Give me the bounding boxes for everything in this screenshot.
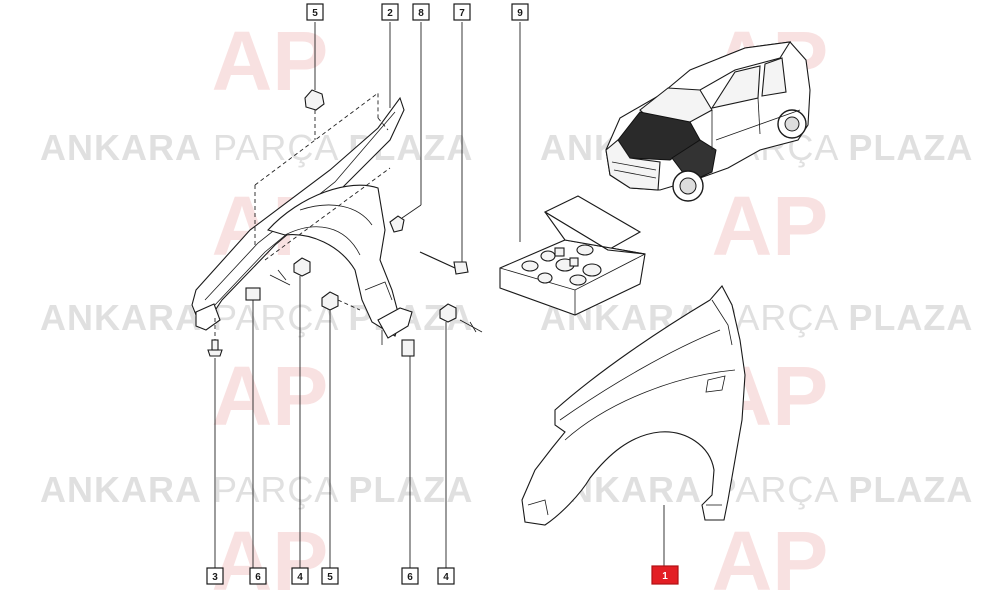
watermark-logo-text: AP xyxy=(712,179,829,273)
fasteners xyxy=(207,22,665,568)
watermark-logo: AP xyxy=(212,349,329,443)
part-callout-8: 8 xyxy=(412,3,430,21)
callouts: 5 2 8 7 9 3 6 4 5 6 4 1 xyxy=(206,3,679,585)
watermark-text: ANKARA PARÇA PLAZA ANKARA PARÇA PLAZA ANKA… xyxy=(40,127,973,510)
part-callout-3: 3 xyxy=(206,567,224,585)
part-callout-4: 4 xyxy=(437,567,455,585)
callout-label: 6 xyxy=(255,572,261,583)
watermark-logo-text: AP xyxy=(212,14,329,108)
part-callout-4: 4 xyxy=(291,567,309,585)
callout-box xyxy=(206,567,224,585)
part-callout-6: 6 xyxy=(249,567,267,585)
callout-label: 2 xyxy=(387,8,393,19)
callout-box xyxy=(437,567,455,585)
watermark-row: ANKARA PARÇA PLAZA xyxy=(540,297,973,338)
fender-support-part xyxy=(191,92,413,345)
part-callout-9: 9 xyxy=(511,3,529,21)
callout-label: 5 xyxy=(327,572,333,583)
callout-box xyxy=(401,567,419,585)
callout-label: 5 xyxy=(312,8,318,19)
watermark-logo-text: AP xyxy=(712,514,829,600)
callout-box xyxy=(321,567,339,585)
callout-label: 6 xyxy=(407,572,413,583)
part-callout-2: 2 xyxy=(381,3,399,21)
callout-label: 9 xyxy=(517,8,523,19)
callout-box xyxy=(453,3,471,21)
watermark-row: ANKARA PARÇA PLAZA xyxy=(40,469,473,510)
callout-box xyxy=(511,3,529,21)
callout-label: 4 xyxy=(297,572,303,583)
part-callout-6: 6 xyxy=(401,567,419,585)
part-callout-5: 5 xyxy=(321,567,339,585)
callout-label: 8 xyxy=(418,8,424,19)
callout-box xyxy=(651,565,679,585)
callout-label: 7 xyxy=(459,8,465,19)
watermark-logo: AP xyxy=(212,514,329,600)
callout-box xyxy=(412,3,430,21)
watermark-logo: AP xyxy=(212,14,329,108)
front-fender-part xyxy=(521,285,746,526)
callout-box xyxy=(306,3,324,21)
car-illustration xyxy=(605,41,811,202)
watermark-row: ANKARA PARÇA PLAZA xyxy=(540,469,973,510)
watermark-logo: AP xyxy=(712,179,829,273)
callout-label: 1 xyxy=(662,571,668,582)
watermark-logo: AP xyxy=(712,514,829,600)
callout-box xyxy=(291,567,309,585)
clip-kit-box xyxy=(499,195,646,316)
watermark-row: ANKARA PARÇA PLAZA xyxy=(40,127,473,168)
callout-label: 3 xyxy=(212,572,218,583)
part-callout-7: 7 xyxy=(453,3,471,21)
callout-box xyxy=(381,3,399,21)
part-callout-1: 1 xyxy=(651,565,679,585)
watermark-logo-text: AP xyxy=(212,349,329,443)
watermark-logos: APAPAPAPAPAPAPAP xyxy=(212,14,829,600)
watermark-logo-text: AP xyxy=(212,514,329,600)
callout-box xyxy=(249,567,267,585)
part-callout-5: 5 xyxy=(306,3,324,21)
callout-label: 4 xyxy=(443,572,449,583)
